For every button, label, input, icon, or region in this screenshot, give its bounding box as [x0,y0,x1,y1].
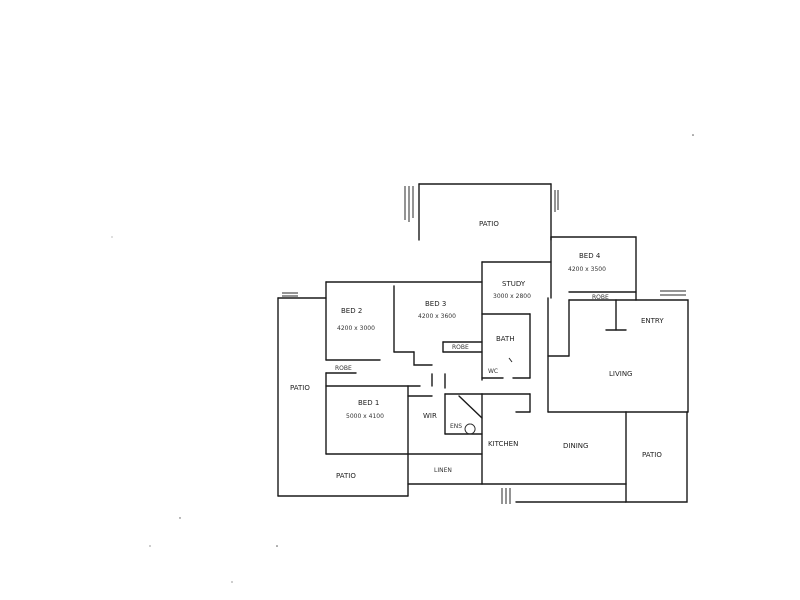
label-dining: DINING [563,442,588,450]
dim-study: 3000 x 2800 [493,293,531,300]
label-patio-right: PATIO [642,451,662,459]
label-robe-bed-4: ROBE [592,294,609,301]
label-living: LIVING [609,370,632,378]
patio-left-outline [277,292,511,504]
label-robe-bed-2: ROBE [335,365,352,372]
label-entry: ENTRY [641,317,664,325]
kitchen-living-outline [481,297,689,485]
ensuite-outline [444,393,483,435]
dim-bed-4: 4200 x 3500 [568,266,606,273]
label-ens: ENS [450,423,462,430]
dim-bed-3: 4200 x 3600 [418,313,456,320]
dim-bed-1: 5000 x 4100 [346,413,384,420]
bed-4-outline [550,236,637,331]
label-bed-4: BED 4 [579,252,601,260]
label-bath: BATH [496,335,515,343]
stray-marks [111,134,694,583]
dim-bed-2: 4200 x 3000 [337,325,375,332]
label-patio-left: PATIO [290,384,310,392]
label-patio-bottom: PATIO [336,472,356,480]
label-patio-top: PATIO [479,220,499,228]
label-robe-bed-3: ROBE [452,344,469,351]
label-study: STUDY [502,280,526,288]
patio-top-outline [404,183,559,241]
label-bed-2: BED 2 [341,307,362,315]
label-kitchen: KITCHEN [488,440,518,448]
label-bed-1: BED 1 [358,399,379,407]
bed-1-outline [325,372,446,455]
label-linen: LINEN [434,467,452,474]
label-wir: WIR [423,412,437,420]
bed-2-3-outline [325,281,483,374]
patio-right-outline [515,290,688,503]
label-bed-3: BED 3 [425,300,446,308]
label-wc: WC [488,368,498,375]
